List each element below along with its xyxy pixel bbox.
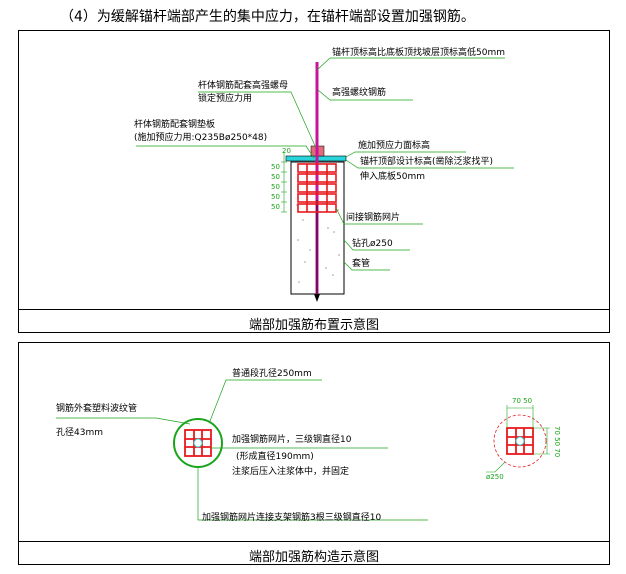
dim-50-2: 50 xyxy=(271,173,280,181)
label-top-design: 锚杆顶部设计标高(凿除泛浆找平) xyxy=(360,157,494,167)
label-bore: 钻孔ø250 xyxy=(352,239,393,249)
dim-lines-right xyxy=(486,405,550,473)
label-formed: (形成直径190mm) xyxy=(236,452,314,462)
dim-side-right: 70 50 70 xyxy=(553,426,561,458)
dim-line-left xyxy=(281,152,287,213)
label-top-note: 锚杆顶标高比底板顶找坡层顶标高低50mm xyxy=(332,48,505,58)
figure2-caption-box: 端部加强筋构造示意图 xyxy=(18,541,610,565)
dim-50-1: 50 xyxy=(271,163,280,171)
label-grout: 注浆后压入注浆体中，并固定 xyxy=(232,467,350,477)
label-casing: 套管 xyxy=(352,259,371,269)
rebar-hole-right xyxy=(515,436,525,446)
label-support: 加强钢筋网片连接支架钢筋3根三级钢直径10 xyxy=(202,513,382,523)
label-plate-2: (施加预应力用:Q235Bø250*48) xyxy=(134,133,268,143)
label-nut-2: 锁定预应力用 xyxy=(198,94,253,104)
dim-50-4: 50 xyxy=(271,193,280,201)
rebar-tip xyxy=(314,294,320,302)
dim-50-5: 50 xyxy=(271,203,280,211)
label-plate: 杆体钢筋配套钢垫板 xyxy=(134,120,216,130)
dim-top-right: 70 50 xyxy=(512,397,533,405)
label-hole: 普通段孔径250mm xyxy=(232,369,312,379)
dim-50-3: 50 xyxy=(271,183,280,191)
label-embed: 伸入底板50mm xyxy=(360,172,425,182)
dim-dia-right: ø250 xyxy=(486,473,504,481)
figure1-caption-box: 端部加强筋布置示意图 xyxy=(18,309,610,333)
label-rebar: 高强螺纹钢筋 xyxy=(332,88,387,98)
mesh-layers xyxy=(297,163,337,213)
figure2-caption: 端部加强筋构造示意图 xyxy=(248,550,379,565)
label-nut: 杆体钢筋配套高强螺母 xyxy=(198,81,289,91)
figure1-caption: 端部加强筋布置示意图 xyxy=(248,318,379,333)
label-sleeve: 钢筋外套塑料波纹管 xyxy=(56,404,138,414)
dim-20: 20 xyxy=(282,147,291,155)
label-mesh: 间接钢筋网片 xyxy=(346,213,401,223)
label-mesh-2: 加强钢筋网片，三级钢直径10 xyxy=(232,435,352,445)
rebar-hole-left xyxy=(193,438,203,448)
section-heading: （4）为缓解锚杆端部产生的集中应力，在锚杆端部设置加强钢筋。 xyxy=(60,9,475,25)
leader-lines-2 xyxy=(56,379,428,521)
label-surface: 施加预应力面标高 xyxy=(358,141,431,151)
label-hole43: 孔径43mm xyxy=(56,428,103,438)
leader-lines xyxy=(136,57,514,271)
